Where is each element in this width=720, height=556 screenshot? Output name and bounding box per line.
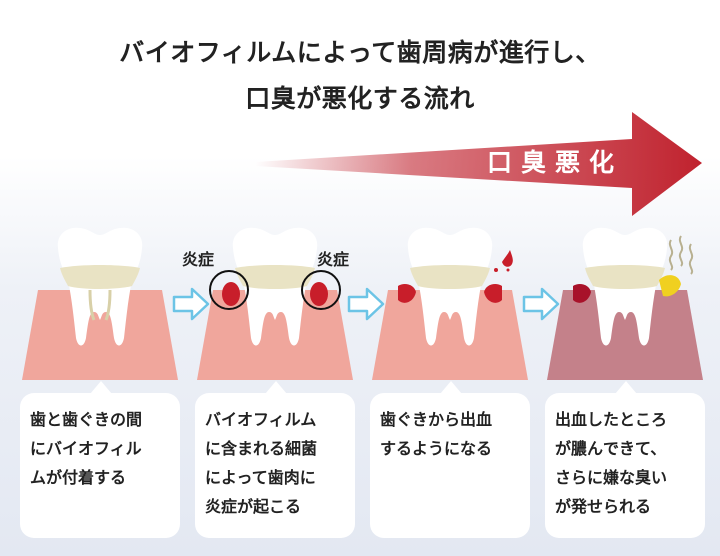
inflammation-circle-right — [301, 270, 341, 310]
bleeding-gum-left — [573, 284, 591, 303]
description-line: 出血したところ — [555, 410, 668, 429]
inflammation-label-left: 炎症 — [182, 250, 215, 269]
pus-spot — [659, 275, 681, 297]
description-line: 歯ぐきから出血 — [380, 410, 493, 429]
bleeding-gum-left — [398, 284, 416, 303]
gum — [372, 290, 528, 380]
stage-4-description-card: 出血したところ が膿んできて、 さらに嫌な臭い が発せられる — [545, 381, 705, 538]
description-line: が発せられる — [555, 497, 652, 516]
description-line: 炎症が起こる — [205, 497, 302, 516]
tooth-root-line — [104, 289, 112, 321]
odor-wave-icon — [688, 243, 694, 275]
inflammation-spot-left — [222, 282, 240, 306]
blood-drop-small-icon — [494, 268, 498, 272]
biofilm — [410, 265, 490, 289]
inflammation-spot-right — [310, 282, 328, 306]
inflammation-circle-left — [209, 270, 249, 310]
blood-drop-icon — [502, 250, 513, 267]
flow-arrow-icon — [172, 287, 210, 321]
gum — [22, 290, 178, 380]
description-line: によって歯肉に — [205, 468, 316, 487]
stage-2-illustration — [197, 227, 353, 380]
flow-arrow-icon — [522, 287, 560, 321]
description-line: さらに嫌な臭い — [555, 468, 668, 487]
progress-arrow — [255, 112, 702, 216]
progress-arrow-shape — [255, 112, 702, 216]
description-line: に含まれる細菌 — [205, 439, 318, 458]
stage-2-description-card: バイオフィルム に含まれる細菌 によって歯肉に 炎症が起こる — [195, 381, 355, 538]
description-line: ムが付着する — [30, 468, 127, 487]
progress-arrow-label: 口臭悪化 — [486, 148, 623, 177]
stage-3-description-card: 歯ぐきから出血 するようになる — [370, 381, 530, 538]
description-line: 歯と歯ぐきの間 — [30, 410, 143, 429]
odor-wave-icon — [668, 239, 674, 271]
stage-4-illustration — [547, 227, 703, 380]
tooth-root-line — [88, 289, 96, 321]
description-line: バイオフィルム — [205, 410, 317, 429]
stage-3-illustration — [372, 227, 528, 380]
gum — [547, 290, 703, 380]
inflammation-label-right: 炎症 — [317, 250, 350, 269]
bleeding-gum-right — [484, 284, 502, 303]
gum — [197, 290, 353, 380]
biofilm — [60, 265, 140, 289]
title-line-1: バイオフィルムによって歯周病が進行し、 — [119, 38, 601, 67]
blood-drop-small-icon — [506, 268, 510, 272]
description-line: するようになる — [380, 439, 493, 458]
title-line-2: 口臭が悪化する流れ — [245, 84, 475, 113]
biofilm — [235, 265, 315, 289]
odor-wave-icon — [678, 235, 684, 267]
stage-1-illustration — [22, 227, 178, 380]
description-line: にバイオフィル — [30, 439, 142, 458]
description-line: が膿んできて、 — [555, 439, 667, 458]
stage-1-description-card: 歯と歯ぐきの間 にバイオフィル ムが付着する — [20, 381, 180, 538]
flow-arrow-icon — [347, 287, 385, 321]
page-title: バイオフィルムによって歯周病が進行し、 口臭が悪化する流れ — [0, 30, 720, 122]
biofilm — [585, 265, 665, 289]
